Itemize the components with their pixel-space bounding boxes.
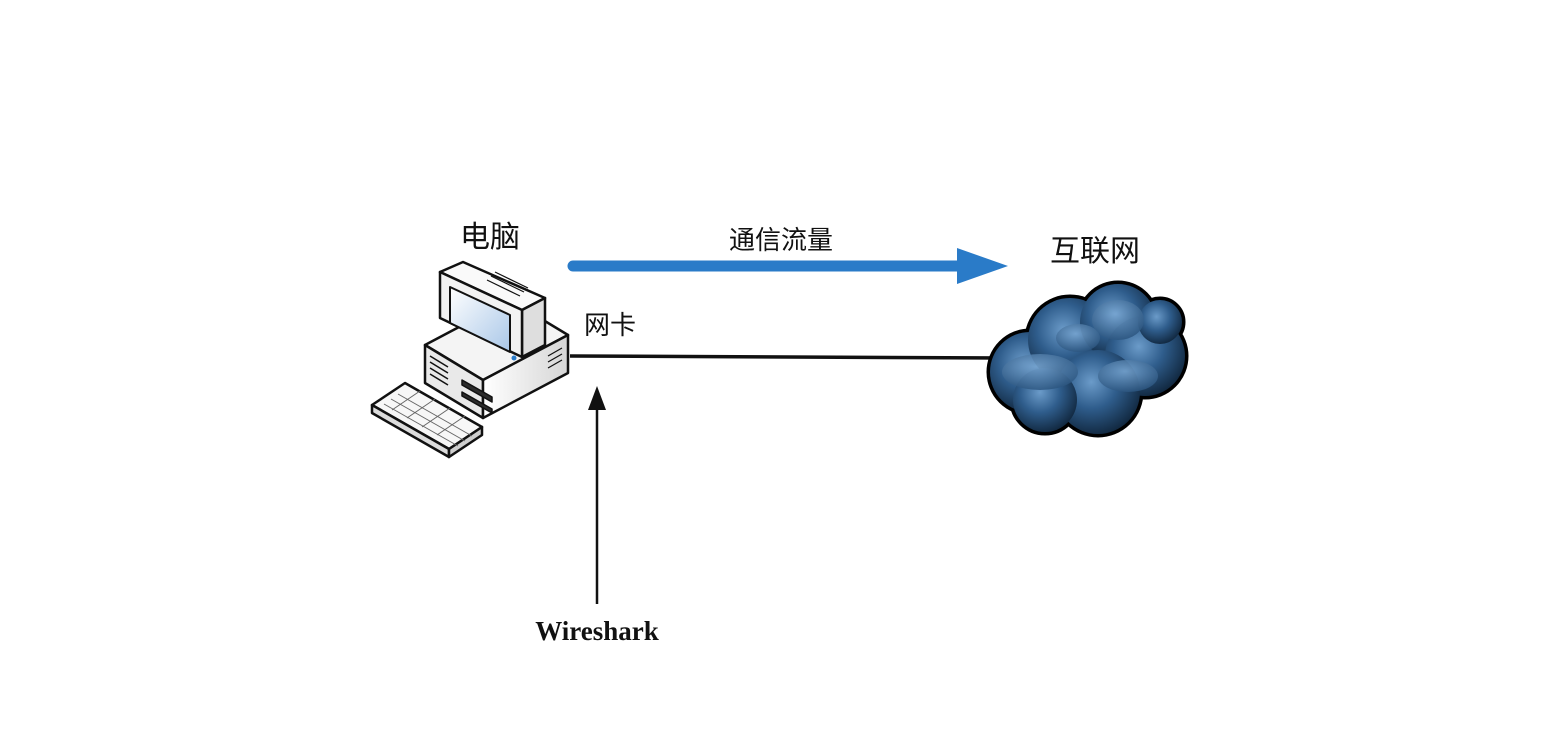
computer-monitor — [438, 260, 547, 361]
nic-label: 网卡 — [584, 311, 636, 341]
computer-keyboard — [370, 381, 484, 459]
cloud-icon — [986, 280, 1189, 438]
network-connection-line — [569, 354, 1006, 360]
wireshark-label: Wireshark — [535, 616, 659, 646]
traffic-arrow-head — [957, 248, 1008, 284]
traffic-flow-arrow — [567, 248, 1008, 284]
wireshark-arrow-head — [588, 386, 606, 410]
traffic-flow-label: 通信流量 — [729, 226, 833, 256]
internet-label: 互联网 — [1050, 234, 1140, 269]
desktop-computer-icon — [370, 260, 570, 459]
wireshark-capture-arrow — [588, 386, 606, 604]
computer-label: 电脑 — [460, 220, 520, 255]
